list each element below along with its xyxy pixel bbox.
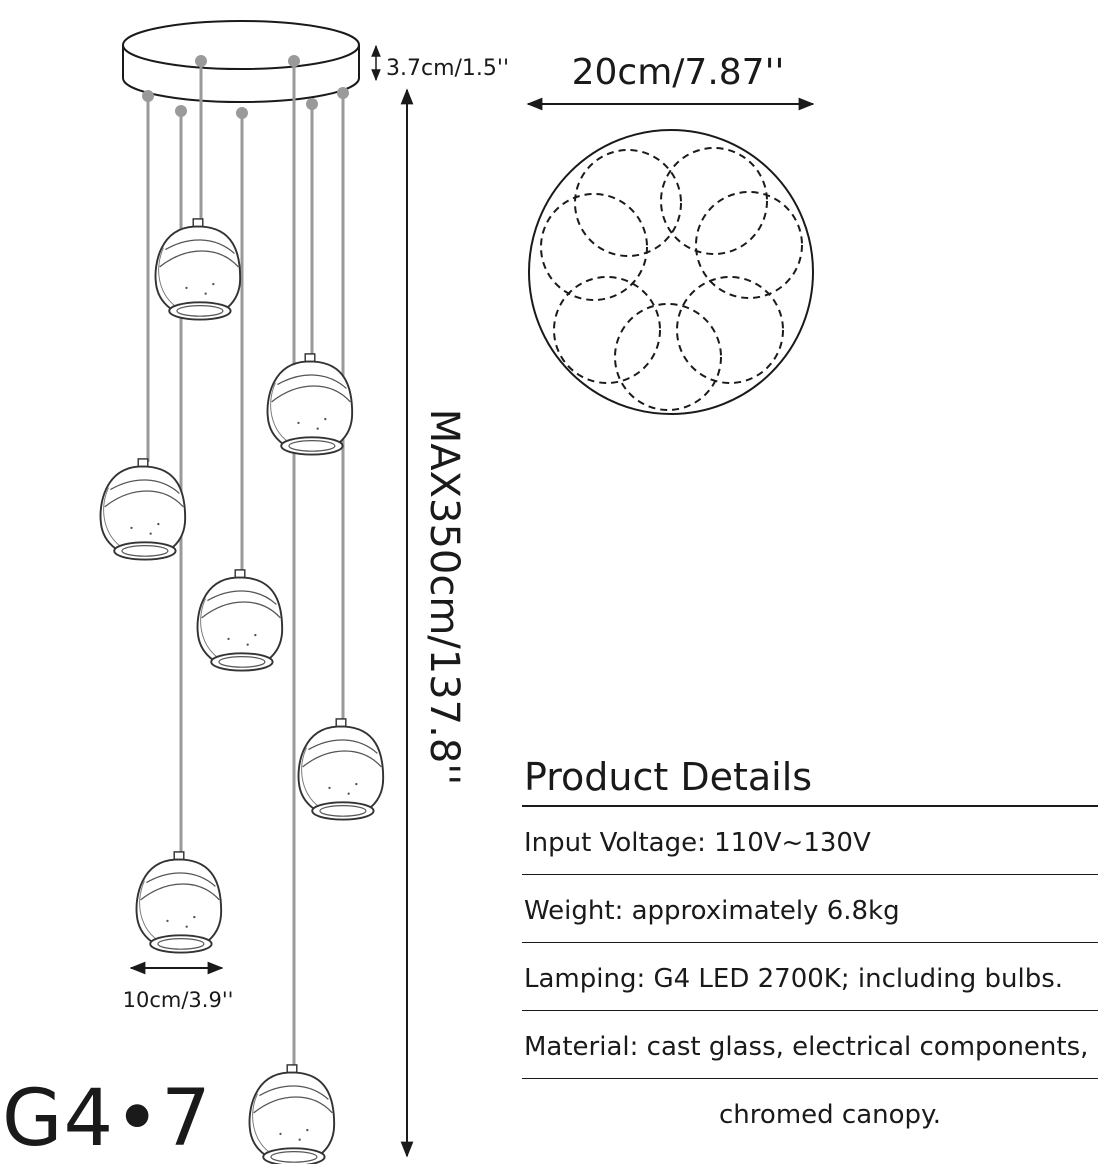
detail-row-lamping: Lamping: G4 LED 2700K; including bulbs.: [522, 943, 1098, 1011]
pendant-shade-icon: [99, 457, 187, 561]
shade-width-label: 10cm/3.9'': [123, 988, 234, 1012]
canopy-height-dimension: 3.7cm/1.5'': [371, 44, 509, 82]
canopy-diameter-dimension: 20cm/7.87'': [526, 52, 815, 111]
canopy-diameter-label: 20cm/7.87'': [572, 52, 785, 93]
detail-row-material: Material: cast glass, electrical compone…: [522, 1011, 1098, 1079]
product-details-panel: Product Details Input Voltage: 110V~130V…: [522, 755, 1098, 1146]
product-details-title: Product Details: [522, 755, 1098, 807]
max-length-dimension: MAX350cm/137.8'': [400, 88, 467, 1158]
max-length-label: MAX350cm/137.8'': [421, 409, 467, 786]
pendant-shade-icon: [297, 717, 385, 821]
canopy-top-view: [528, 129, 814, 415]
pendant-shade-icon: [154, 217, 242, 321]
detail-row-voltage: Input Voltage: 110V~130V: [522, 807, 1098, 875]
detail-row-material-cont: chromed canopy.: [719, 1100, 941, 1130]
pendant-shade-icon: [135, 850, 223, 954]
pendant-shade-icon: [266, 352, 354, 456]
model-label: G4•7: [2, 1074, 212, 1164]
canopy: [122, 20, 360, 103]
pendant-shade-icon: [248, 1063, 336, 1164]
pendant-shade-icon: [196, 568, 284, 672]
canopy-height-label: 3.7cm/1.5'': [386, 56, 509, 81]
detail-row-weight: Weight: approximately 6.8kg: [522, 875, 1098, 943]
dashed-circle-icon: [540, 147, 803, 411]
shade-width-dimension: 10cm/3.9'': [123, 961, 234, 1012]
